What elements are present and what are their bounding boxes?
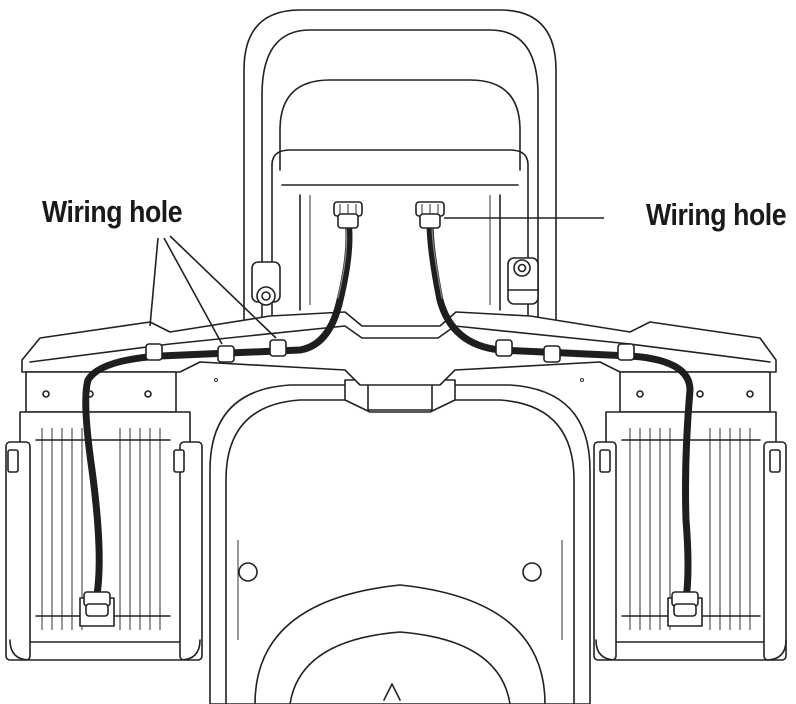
left-cable: [82, 218, 353, 604]
cable-gland-bottom-right: [671, 591, 699, 617]
right-knob: [507, 257, 539, 305]
wiring-hole-label-left: Wiring hole: [42, 194, 183, 229]
center-housing: [243, 9, 557, 331]
leader-lines-left: [149, 235, 277, 345]
cable-gland-bottom-left: [83, 591, 111, 617]
cable-gland-top-right: [415, 201, 445, 229]
lower-head: [209, 384, 591, 704]
cable-gland-top-left: [333, 201, 363, 229]
right-cable: [426, 218, 694, 604]
wiring-hole-label-right: Wiring hole: [646, 197, 787, 232]
cable-clips: [145, 339, 635, 363]
bracket-bar: [21, 311, 777, 386]
left-knob: [251, 261, 281, 306]
